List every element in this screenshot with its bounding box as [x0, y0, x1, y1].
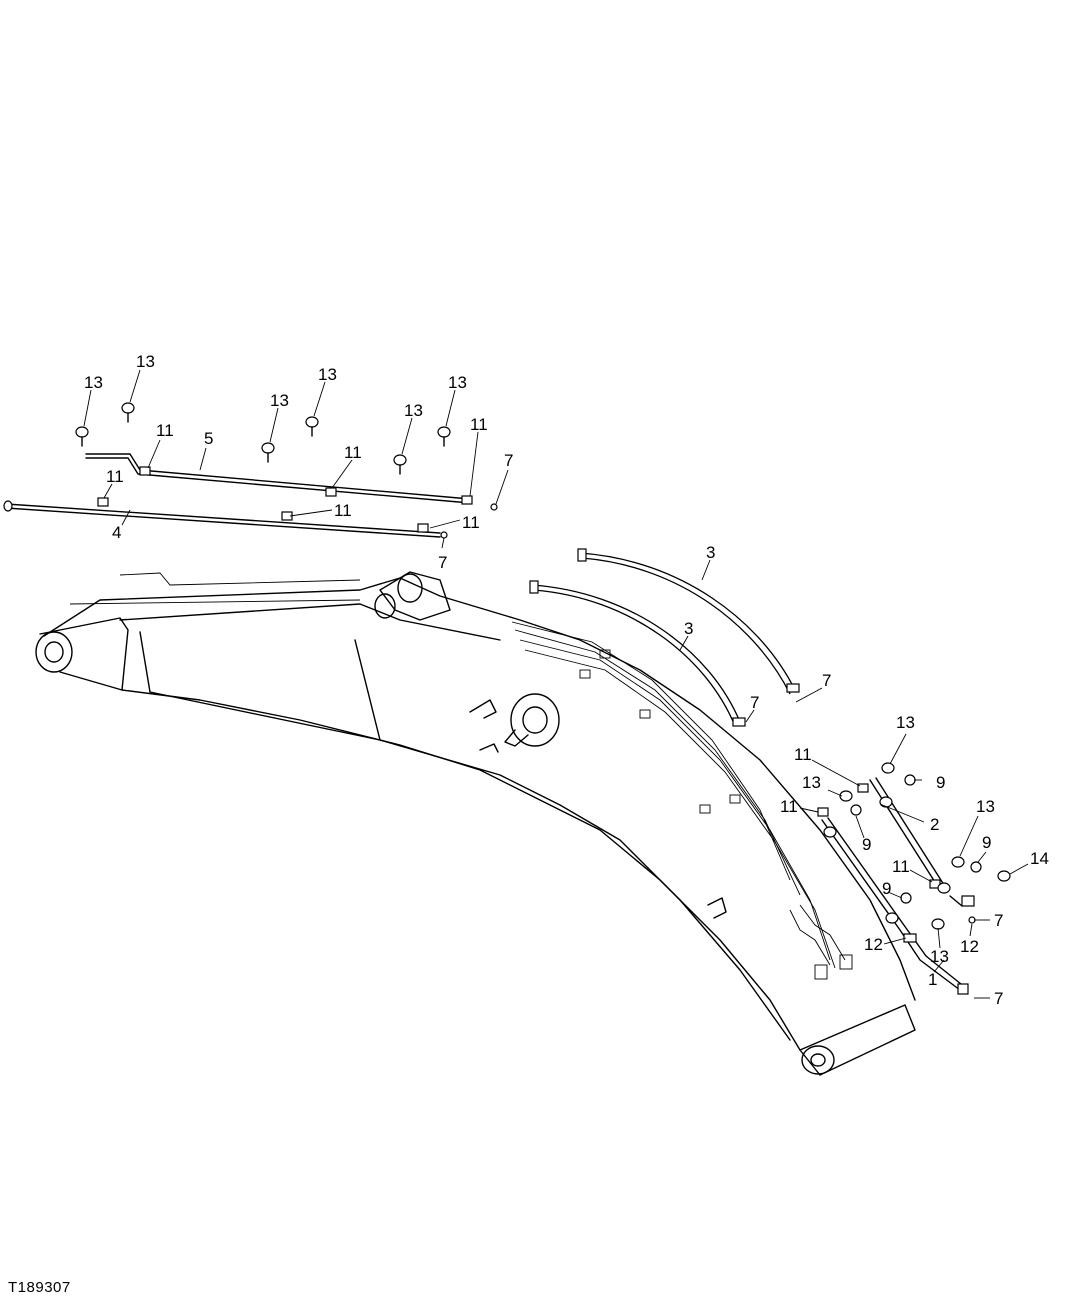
hose-3-upper — [577, 548, 800, 695]
callout-11: 11 — [106, 467, 124, 486]
callout-7: 7 — [438, 553, 447, 572]
callout-9: 9 — [882, 879, 891, 898]
callout-13: 13 — [802, 773, 821, 792]
callout-11: 11 — [470, 415, 488, 434]
callout-12: 12 — [960, 937, 979, 956]
callout-labels: 13 13 13 13 13 13 11 5 11 4 11 11 11 11 … — [84, 352, 1049, 1008]
callout-1: 1 — [928, 970, 937, 989]
callout-11: 11 — [344, 443, 362, 462]
pipe-5 — [85, 453, 471, 504]
callout-11: 11 — [334, 501, 352, 520]
callout-7: 7 — [750, 693, 759, 712]
callout-11: 11 — [794, 745, 812, 764]
figure-id: T189307 — [8, 1279, 71, 1296]
callout-11: 11 — [892, 857, 910, 876]
pipe-4 — [3, 500, 441, 538]
callout-13: 13 — [930, 947, 949, 966]
callout-11: 11 — [156, 421, 174, 440]
callout-9: 9 — [862, 835, 871, 854]
callout-9: 9 — [936, 773, 945, 792]
callout-7: 7 — [504, 451, 513, 470]
callout-13: 13 — [976, 797, 995, 816]
boom-assembly — [35, 571, 916, 1076]
hose-3-lower — [529, 580, 746, 727]
callout-13: 13 — [318, 365, 337, 384]
callout-11: 11 — [780, 797, 798, 816]
callout-5: 5 — [204, 429, 213, 448]
leader-lines — [83, 369, 1029, 999]
callout-12: 12 — [864, 935, 883, 954]
callout-14: 14 — [1030, 849, 1049, 868]
callout-7: 7 — [994, 989, 1003, 1008]
callout-13: 13 — [270, 391, 289, 410]
fitting-parts — [440, 503, 982, 943]
callout-7: 7 — [822, 671, 831, 690]
callout-4: 4 — [112, 523, 121, 542]
clamp-11-parts — [97, 466, 941, 889]
callout-2: 2 — [930, 815, 939, 834]
callout-13: 13 — [136, 352, 155, 371]
callout-13: 13 — [448, 373, 467, 392]
callout-13: 13 — [896, 713, 915, 732]
callout-3: 3 — [684, 619, 693, 638]
callout-13: 13 — [84, 373, 103, 392]
bolt-13-parts — [75, 402, 1011, 930]
callout-9: 9 — [982, 833, 991, 852]
pipe-1 — [821, 817, 969, 995]
callout-7: 7 — [994, 911, 1003, 930]
callout-3: 3 — [706, 543, 715, 562]
callout-13: 13 — [404, 401, 423, 420]
callout-11: 11 — [462, 513, 480, 532]
